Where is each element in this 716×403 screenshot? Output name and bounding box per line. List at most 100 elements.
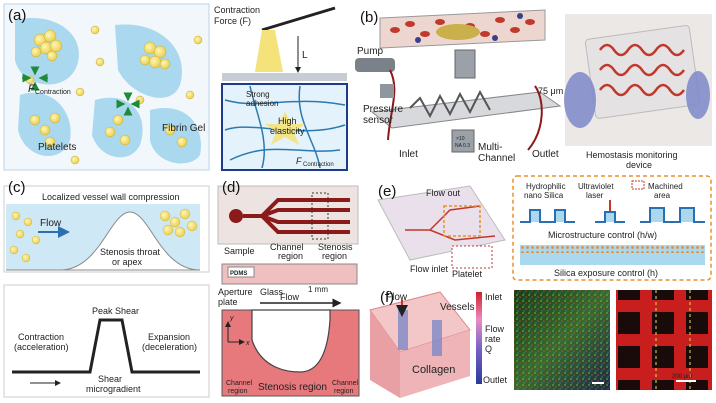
- flow-label: Flow: [386, 292, 408, 303]
- elasticity-label: elasticity: [270, 126, 305, 136]
- f-contraction-2: F: [296, 156, 302, 166]
- aperture-label: Aperture: [218, 287, 253, 297]
- scale-label: 200 μm: [672, 374, 692, 380]
- pressure-sensor: [380, 84, 394, 98]
- contraction-label: Contraction: [18, 332, 64, 342]
- pump-tube: [387, 69, 396, 141]
- microscope-objective-top: [454, 49, 476, 79]
- force-label: Force (F): [214, 16, 251, 26]
- panel-label-f: (f): [380, 289, 394, 306]
- micro-ctrl-label: Microstructure control (h/w): [548, 230, 657, 240]
- expansion-label: Expansion: [148, 332, 190, 342]
- zigzag-channel: [409, 89, 491, 119]
- panel-f: Flow Vessels Collagen Inlet Flow rate Q …: [369, 290, 712, 398]
- silica-dots: [520, 245, 705, 253]
- chip-e: [377, 185, 506, 261]
- micro-profile-1: [520, 209, 575, 223]
- panel-d: Sample Channel region Stenosis region PD…: [217, 185, 360, 397]
- compression-title: Localized vessel wall compression: [42, 192, 180, 202]
- collagen-label: Collagen: [412, 364, 455, 376]
- fibrin-gel-label: Fibrin Gel: [162, 123, 205, 134]
- substrate: [222, 73, 347, 81]
- flow-label: Flow: [280, 292, 300, 302]
- outlet-label: Outlet: [532, 149, 559, 160]
- laser-label: laser: [586, 191, 604, 200]
- micro-profile-3: [640, 207, 705, 223]
- pump: [355, 58, 395, 72]
- chip-e-channels: [405, 205, 496, 241]
- ultraviolet-label: Ultraviolet: [578, 182, 614, 191]
- stenosis-cross-section: y x Channel region Stenosis region Chann…: [221, 309, 360, 397]
- white-cells: [415, 13, 523, 43]
- clot-column: [255, 30, 283, 72]
- sample-label: Sample: [224, 246, 255, 256]
- vessel-tube: [398, 310, 408, 350]
- acceleration-label: (acceleration): [14, 342, 69, 352]
- channel-label: Channel: [478, 153, 515, 164]
- flowing-cells: [9, 208, 198, 263]
- axis-x: x: [245, 340, 250, 347]
- flow-rate-label: Flow: [485, 324, 505, 334]
- adhesion-label: adhesion: [246, 99, 278, 108]
- plate-label: plate: [218, 297, 238, 307]
- fibrin-gel-blob: [150, 108, 201, 164]
- microstructure-box: Hydrophilic nano Silica Ultraviolet lase…: [512, 175, 712, 281]
- stenosis-region-label: region: [322, 251, 347, 261]
- elasticity-box: Strong adhesion High elasticity F Contra…: [221, 83, 348, 171]
- area-label: area: [654, 191, 671, 200]
- ch-region-right-2: region: [334, 388, 354, 395]
- stenosis-region-box: [311, 192, 329, 240]
- panel-b: ×10 NA 0.3 Pump Pressure sensor Inlet Mu…: [355, 9, 712, 170]
- microscope-objective: [451, 129, 475, 153]
- panel-e: Flow out Flow inlet Platelet Hydrophilic…: [377, 175, 712, 281]
- sensor-label: sensor: [363, 115, 394, 126]
- pdms-label: PDMS: [230, 271, 247, 277]
- f-contraction-sub: Contraction: [35, 89, 71, 96]
- flow-label: Flow: [40, 218, 62, 229]
- f-contraction-2-sub: Contraction: [303, 162, 334, 168]
- stenosis-label: Stenosis throat: [100, 247, 161, 257]
- f-contraction-label: F: [28, 83, 36, 95]
- inlet-label: Inlet: [399, 149, 418, 160]
- platelet-cluster: [25, 25, 203, 165]
- nano-silica-label: nano Silica: [524, 191, 564, 200]
- deceleration-label: (deceleration): [142, 342, 197, 352]
- high-label: High: [278, 116, 297, 126]
- shear-profile: Peak Shear Contraction (acceleration) Ex…: [3, 284, 210, 398]
- ch-region-left-2: region: [228, 388, 248, 395]
- panel-label-b: (b): [360, 9, 378, 26]
- pump-label: Pump: [357, 46, 384, 57]
- apex-label: or apex: [112, 257, 143, 267]
- sample-port: [229, 209, 243, 223]
- outlet-label: Outlet: [483, 375, 508, 385]
- rate-label: rate: [485, 334, 501, 344]
- size-label: 75 μm: [538, 86, 563, 96]
- platelet-zoom: [451, 245, 493, 269]
- clot-center: [436, 24, 480, 40]
- q-label: Q: [485, 344, 492, 354]
- stenosis-wall: [6, 211, 201, 271]
- outlet-tube: [527, 85, 543, 151]
- platelet-label: Platelet: [452, 269, 483, 279]
- inlet-label: Inlet: [485, 292, 503, 302]
- panel-label-c: (c): [8, 179, 26, 196]
- flow-rate-gradient-bar: [476, 292, 482, 384]
- device-photo: Hemostasis monitoring device: [564, 14, 712, 170]
- panel-label-e: (e): [378, 183, 396, 200]
- microgradient-label: microgradient: [86, 384, 141, 394]
- scale-bar-1: [592, 382, 604, 384]
- pdms-layer: [221, 263, 358, 285]
- stenosis-label: Stenosis: [318, 242, 353, 252]
- panel-label-a: (a): [8, 7, 26, 24]
- multi-label: Multi-: [478, 142, 502, 153]
- channel-region-label: region: [278, 251, 303, 261]
- objective-mag: ×10: [456, 136, 465, 142]
- panel-label-d: (d): [222, 179, 240, 196]
- strong-label: Strong: [246, 90, 270, 99]
- cantilever: [261, 6, 336, 32]
- channel-label: Channel: [270, 242, 304, 252]
- scale-label: 1 mm: [308, 285, 328, 294]
- pressure-label: Pressure: [363, 104, 403, 115]
- flow-out-label: Flow out: [426, 188, 461, 198]
